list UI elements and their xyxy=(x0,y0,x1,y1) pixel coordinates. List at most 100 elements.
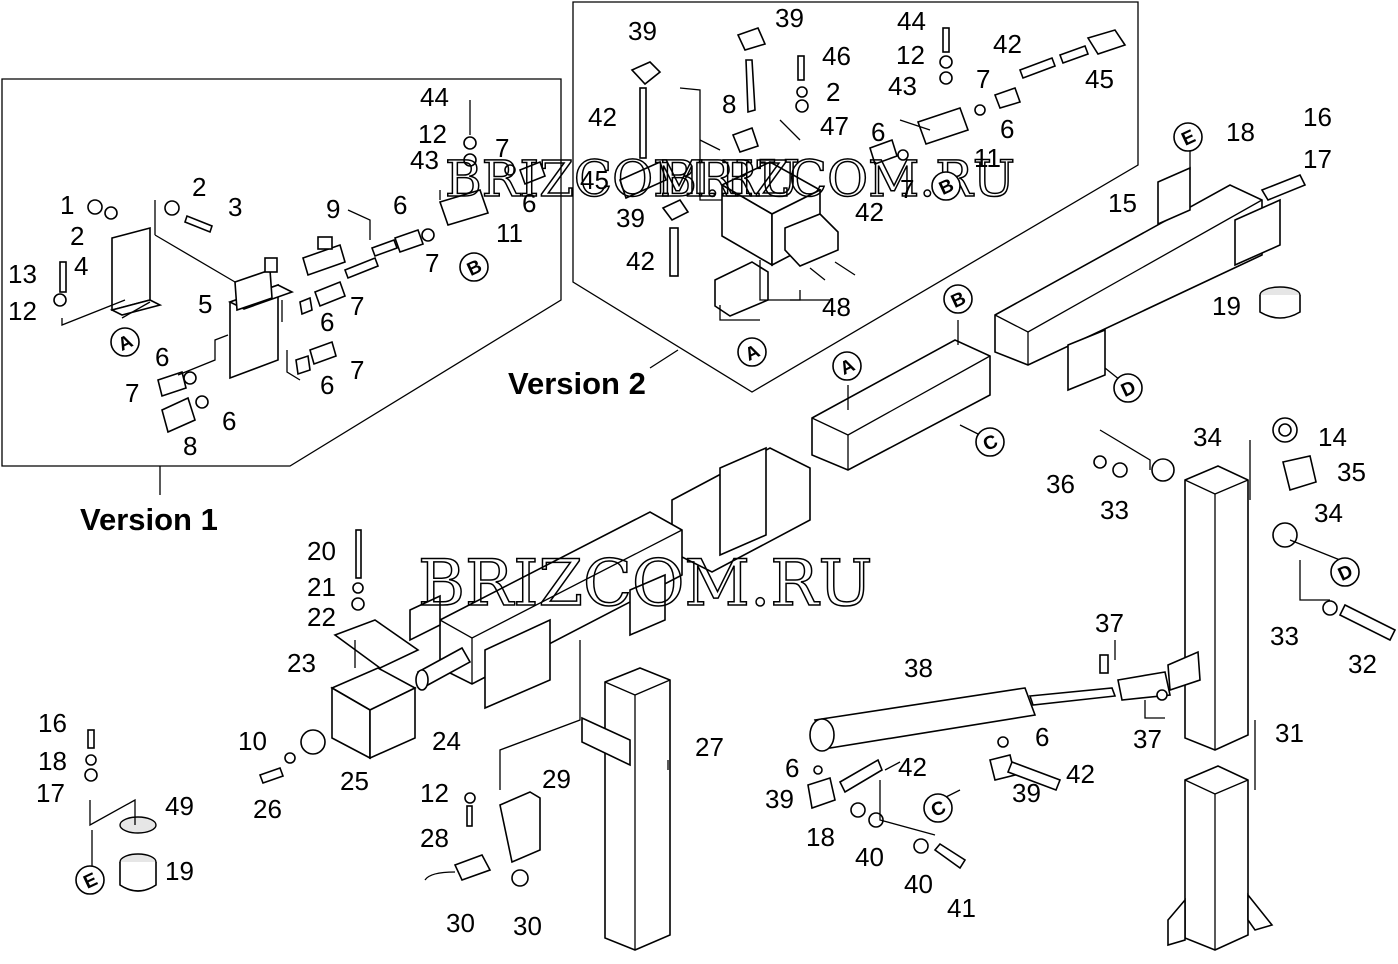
callout-m-33a: 33 xyxy=(1100,495,1129,525)
connector-circle xyxy=(110,327,140,357)
connector-v1-A: A xyxy=(110,327,140,357)
callout-m-32: 32 xyxy=(1348,649,1377,679)
watermark-v2: BRIZCOM.RU xyxy=(660,150,1015,208)
callout-m-14: 14 xyxy=(1318,422,1347,452)
connector-beam-A: A xyxy=(832,351,862,381)
callout-m-37b: 37 xyxy=(1133,724,1162,754)
callout-m-18b: 18 xyxy=(806,822,835,852)
callout-v1-43: 43 xyxy=(410,145,439,175)
version-1-components xyxy=(53,136,547,434)
callout-m-42a: 42 xyxy=(898,752,927,782)
callout-v2-47: 47 xyxy=(820,111,849,141)
callout-v2-45a: 45 xyxy=(580,165,609,195)
callout-v1-6c: 6 xyxy=(320,307,334,337)
version-1-label: Version 1 xyxy=(80,502,218,537)
callout-v1-7a: 7 xyxy=(495,133,509,163)
connector-circle xyxy=(1173,122,1203,152)
callout-m-10: 10 xyxy=(238,726,267,756)
callout-m-27: 27 xyxy=(695,732,724,762)
callout-v1-6a: 6 xyxy=(393,190,407,220)
callout-m-39b: 39 xyxy=(1012,778,1041,808)
connector-circle xyxy=(975,427,1005,457)
callout-m-41: 41 xyxy=(947,893,976,923)
callout-v2-7b: 7 xyxy=(900,174,914,204)
callout-m-16: 16 xyxy=(1303,102,1332,132)
callout-v1-7c: 7 xyxy=(350,291,364,321)
callout-v1-7d: 7 xyxy=(350,355,364,385)
callout-m-34b: 34 xyxy=(1314,498,1343,528)
callout-v2-6b: 6 xyxy=(871,117,885,147)
main-frame xyxy=(84,166,1397,951)
connector-circle xyxy=(459,252,489,282)
connector-beam-B: B xyxy=(943,284,973,314)
connector-top-E: E xyxy=(1173,122,1203,152)
callout-v2-42d: 42 xyxy=(855,197,884,227)
callout-m-38: 38 xyxy=(904,653,933,683)
callout-v1-6d: 6 xyxy=(155,342,169,372)
connector-foot-E: E xyxy=(75,865,105,895)
callout-v1-4: 4 xyxy=(74,251,88,281)
connector-circle xyxy=(75,865,105,895)
callout-v2-2: 2 xyxy=(826,77,840,107)
connector-v1-B: B xyxy=(459,252,489,282)
callout-v1-11: 11 xyxy=(496,218,523,248)
callout-m-33b: 33 xyxy=(1270,621,1299,651)
callout-m-17b: 17 xyxy=(36,778,65,808)
callout-m-34a: 34 xyxy=(1193,422,1222,452)
callout-v2-12: 12 xyxy=(896,40,925,70)
callout-m-6b: 6 xyxy=(785,753,799,783)
callout-v1-2a: 2 xyxy=(192,172,206,202)
connector-v2-B: B xyxy=(931,171,961,201)
callout-v2-42a: 42 xyxy=(588,102,617,132)
connector-circle xyxy=(1330,557,1360,587)
callout-v2-48: 48 xyxy=(822,292,851,322)
callout-v1-3: 3 xyxy=(228,192,242,222)
version-2-detail-frame xyxy=(572,1,1139,393)
callout-v1-9: 9 xyxy=(326,194,340,224)
callout-m-16b: 16 xyxy=(38,708,67,738)
callout-m-31: 31 xyxy=(1275,718,1304,748)
callout-m-24: 24 xyxy=(432,726,461,756)
callout-m-25: 25 xyxy=(340,766,369,796)
watermark-main: BRIZCOM.RU xyxy=(418,547,872,621)
callout-v1-6b: 6 xyxy=(522,188,536,218)
callout-m-19b: 19 xyxy=(165,856,194,886)
callout-m-42b: 42 xyxy=(1066,759,1095,789)
callout-v2-42c: 42 xyxy=(993,29,1022,59)
callout-v2-11: 11 xyxy=(974,143,1001,173)
version-2-components xyxy=(619,26,1127,317)
callout-m-37a: 37 xyxy=(1095,608,1124,638)
callout-v2-8: 8 xyxy=(722,89,736,119)
callout-m-29: 29 xyxy=(542,764,571,794)
callout-v2-43: 43 xyxy=(888,71,917,101)
callout-v2-39c: 39 xyxy=(616,203,645,233)
callout-m-49: 49 xyxy=(165,791,194,821)
callout-m-30b: 30 xyxy=(513,911,542,941)
callout-m-26: 26 xyxy=(253,794,282,824)
version-1-detail-frame xyxy=(1,78,562,467)
callout-v1-6f: 6 xyxy=(222,406,236,436)
callout-m-15: 15 xyxy=(1108,188,1137,218)
connector-beam-D: D xyxy=(1113,373,1143,403)
callout-m-6a: 6 xyxy=(1035,722,1049,752)
callout-m-39a: 39 xyxy=(765,784,794,814)
callout-v2-45b: 45 xyxy=(1085,64,1114,94)
connector-beam-C: C xyxy=(975,427,1005,457)
connector-v2-A: A xyxy=(737,337,767,367)
connector-cyl-C: C xyxy=(923,793,953,823)
callout-v2-46: 46 xyxy=(822,41,851,71)
callout-m-20: 20 xyxy=(307,536,336,566)
watermark-v1: BRIZCOM.RU xyxy=(445,150,800,208)
callout-m-28: 28 xyxy=(420,823,449,853)
callout-v2-44: 44 xyxy=(897,6,926,36)
connector-circle xyxy=(943,284,973,314)
callout-v1-1: 1 xyxy=(60,190,74,220)
connector-circle xyxy=(737,337,767,367)
callout-m-30a: 30 xyxy=(446,908,475,938)
connector-circle xyxy=(931,171,961,201)
callout-v2-39a: 39 xyxy=(628,16,657,46)
callout-v1-13: 13 xyxy=(8,259,37,289)
